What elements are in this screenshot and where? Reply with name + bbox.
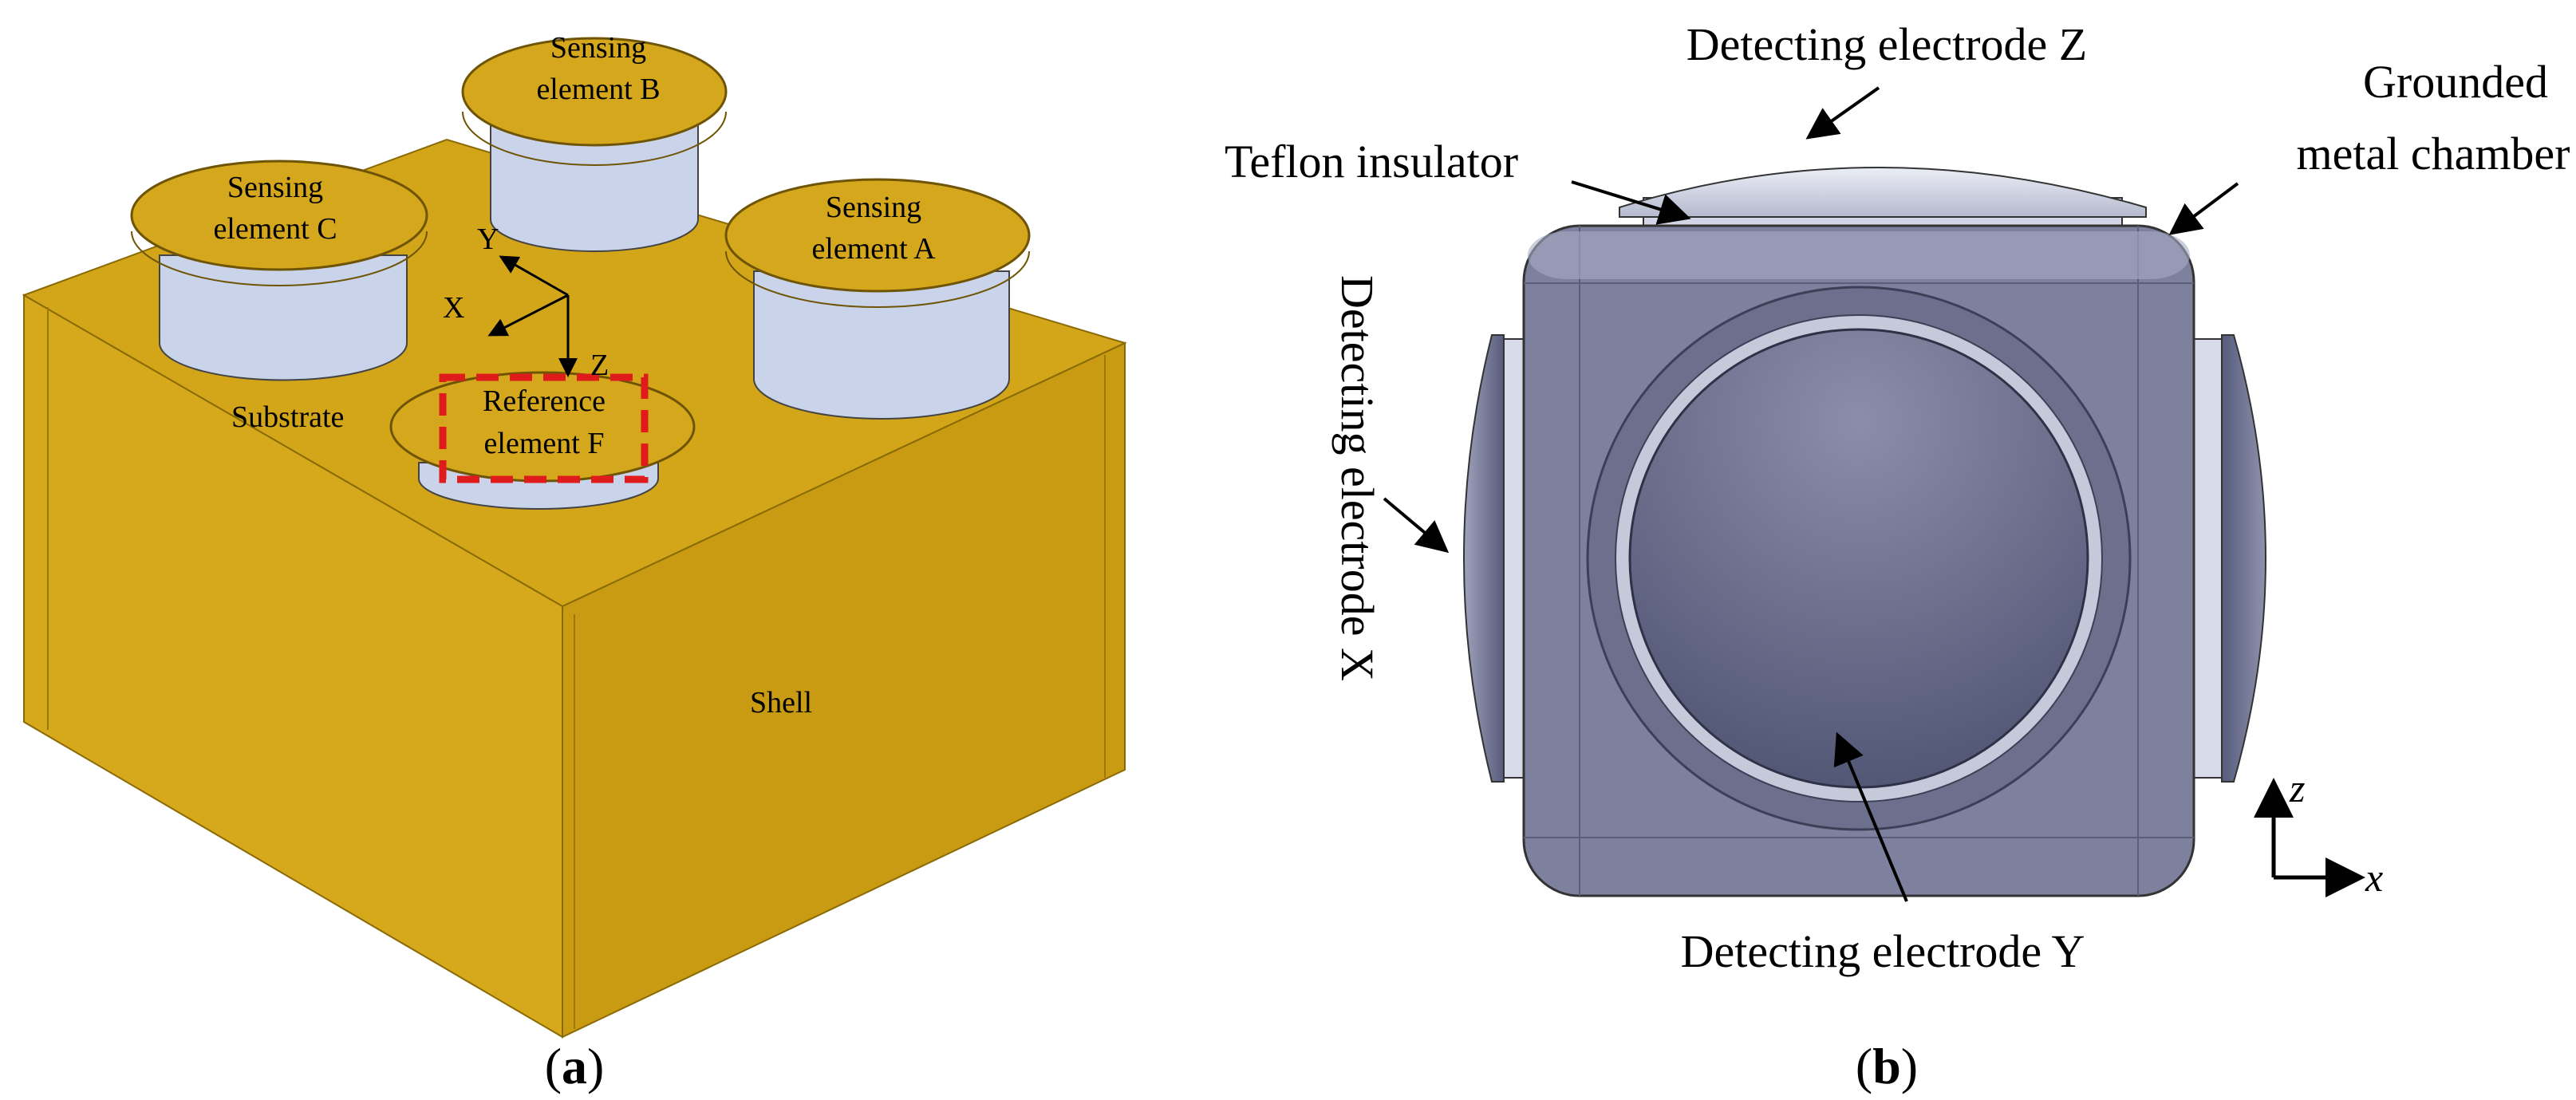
label-sensing-c-line2: element C: [213, 212, 337, 246]
label-electrode-y: Detecting electrode Y: [1681, 925, 2085, 977]
label-reference-line1: Reference: [483, 384, 606, 418]
sensing-element-c: [130, 160, 428, 381]
label-sensing-c-line1: Sensing: [227, 171, 323, 204]
label-chamber-line1: Grounded: [2363, 56, 2548, 108]
label-chamber-line2: metal chamber: [2297, 128, 2570, 179]
axes-xyz-a: [487, 255, 578, 377]
detecting-electrode-z: [1619, 167, 2147, 229]
label-sensing-a-line2: element A: [811, 232, 936, 266]
label-shell: Shell: [750, 686, 812, 720]
label-sensing-b-line1: Sensing: [550, 31, 646, 65]
reference-element-f: [389, 371, 696, 510]
axis-label-y-a: Y: [477, 223, 499, 256]
panel-b-caption: (b): [1856, 1038, 1918, 1094]
sensing-element-b: [461, 37, 728, 252]
shell-edge-lines: [47, 307, 1106, 1029]
label-sensing-a-line1: Sensing: [826, 191, 921, 224]
reference-highlight-box: [439, 373, 649, 483]
panel-a-diagram: Sensing element B Sensing element C Sens…: [22, 31, 1127, 1094]
label-electrode-z: Detecting electrode Z: [1686, 18, 2087, 70]
axes-zx-b: [2254, 778, 2365, 897]
axis-label-x-b: x: [2365, 855, 2383, 900]
axis-label-x-a: X: [443, 291, 464, 325]
axis-label-z-a: Z: [590, 349, 609, 382]
panel-b-diagram: z x Detecting electrode Z Teflon insulat…: [1225, 18, 2570, 1094]
leader-arrows: [1383, 86, 2239, 902]
detecting-electrode-y: [1586, 286, 2132, 831]
label-sensing-b-line2: element B: [536, 73, 660, 106]
panel-a-caption: (a): [545, 1038, 605, 1094]
label-electrode-x: Detecting electrode X: [1331, 275, 1383, 681]
label-reference-line2: element F: [484, 427, 605, 460]
label-substrate: Substrate: [231, 400, 344, 434]
sensing-element-a: [724, 178, 1031, 420]
detecting-electrode-right: [2189, 334, 2266, 783]
axis-label-z-b: z: [2289, 766, 2305, 810]
label-teflon-insulator: Teflon insulator: [1225, 136, 1518, 187]
